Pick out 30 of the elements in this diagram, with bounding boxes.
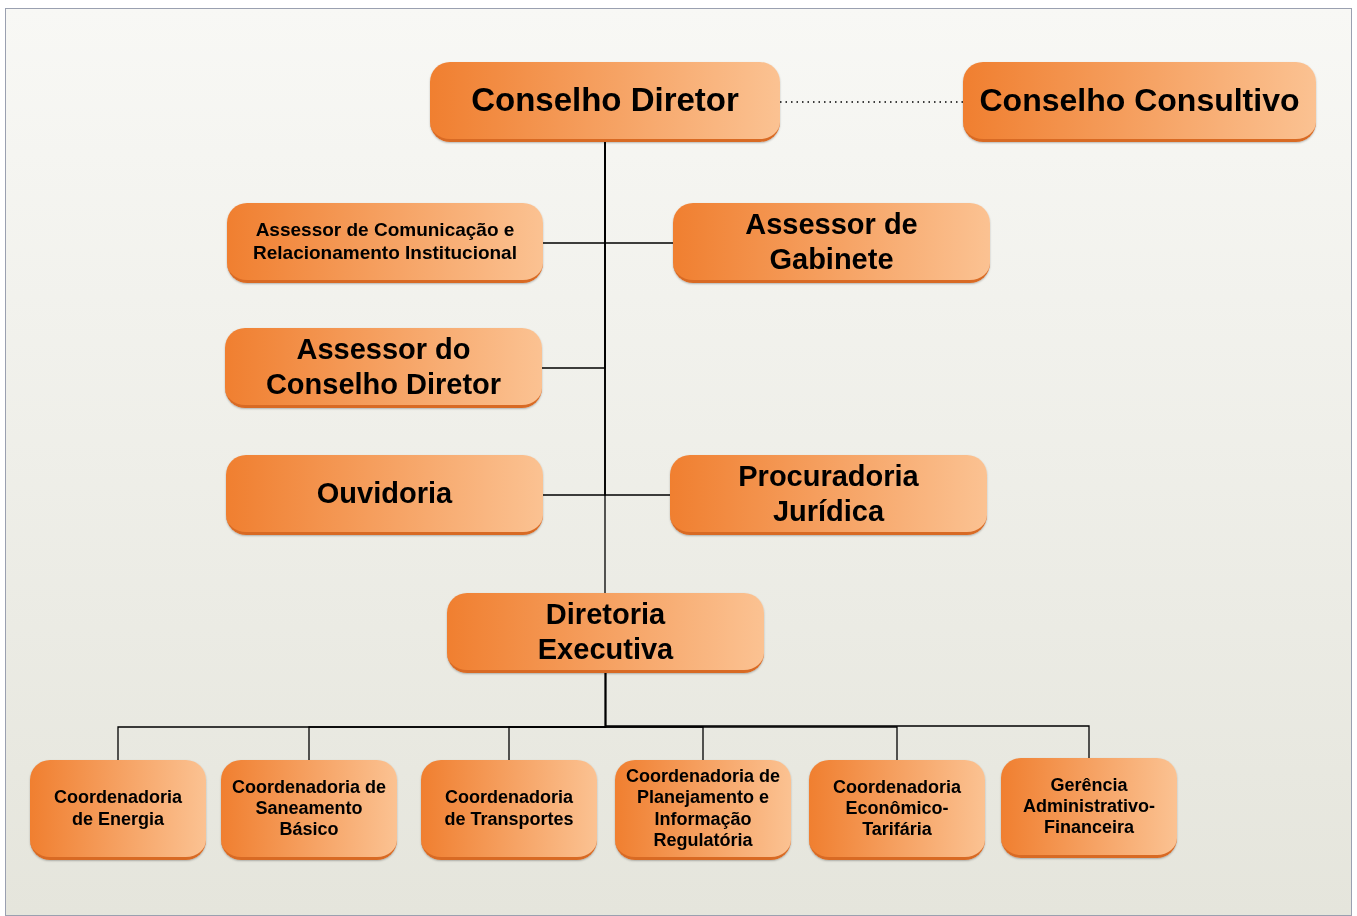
unit-name: Conselho Consultivo xyxy=(978,81,1301,120)
org-unit-box xyxy=(430,62,780,142)
org-unit-box xyxy=(670,455,987,535)
unit-name: Coordenadoria de Planejamento e Informação Regulatória xyxy=(625,766,781,851)
unit-name: Assessor de Gabinete xyxy=(744,207,919,276)
org-unit-box xyxy=(673,203,990,283)
org-unit-box xyxy=(1001,758,1177,858)
org-unit-box xyxy=(221,760,397,860)
org-unit-box xyxy=(447,593,764,673)
org-unit-box xyxy=(226,455,543,535)
unit-name: Coordenadoria de Energia xyxy=(53,787,183,830)
unit-name: Coordenadoria de Saneamento Básico xyxy=(231,776,387,841)
unit-name: Assessor do Conselho Diretor xyxy=(264,332,503,401)
org-unit-box xyxy=(225,328,542,408)
org-unit-box xyxy=(30,760,206,860)
dotted-connector xyxy=(779,101,964,103)
org-unit-box xyxy=(615,760,791,860)
unit-name: Ouvidoria xyxy=(315,476,454,511)
org-unit-box xyxy=(421,760,597,860)
org-unit-box xyxy=(809,760,985,860)
unit-name: Coordenadoria de Transportes xyxy=(443,787,575,830)
unit-name: Conselho Diretor xyxy=(470,81,740,120)
unit-name: Procuradoria Jurídica xyxy=(737,459,920,528)
unit-name: Coordenadoria Econômico-Tarifária xyxy=(832,776,962,841)
connector-line xyxy=(604,672,1090,759)
unit-name: Assessor de Comunicação e Relacionamento Institucional xyxy=(252,219,518,264)
org-unit-box xyxy=(227,203,543,283)
unit-name: Gerência Administrativo-Financeira xyxy=(1022,774,1156,839)
unit-name: Diretoria Executiva xyxy=(536,597,675,666)
org-unit-box xyxy=(963,62,1316,142)
